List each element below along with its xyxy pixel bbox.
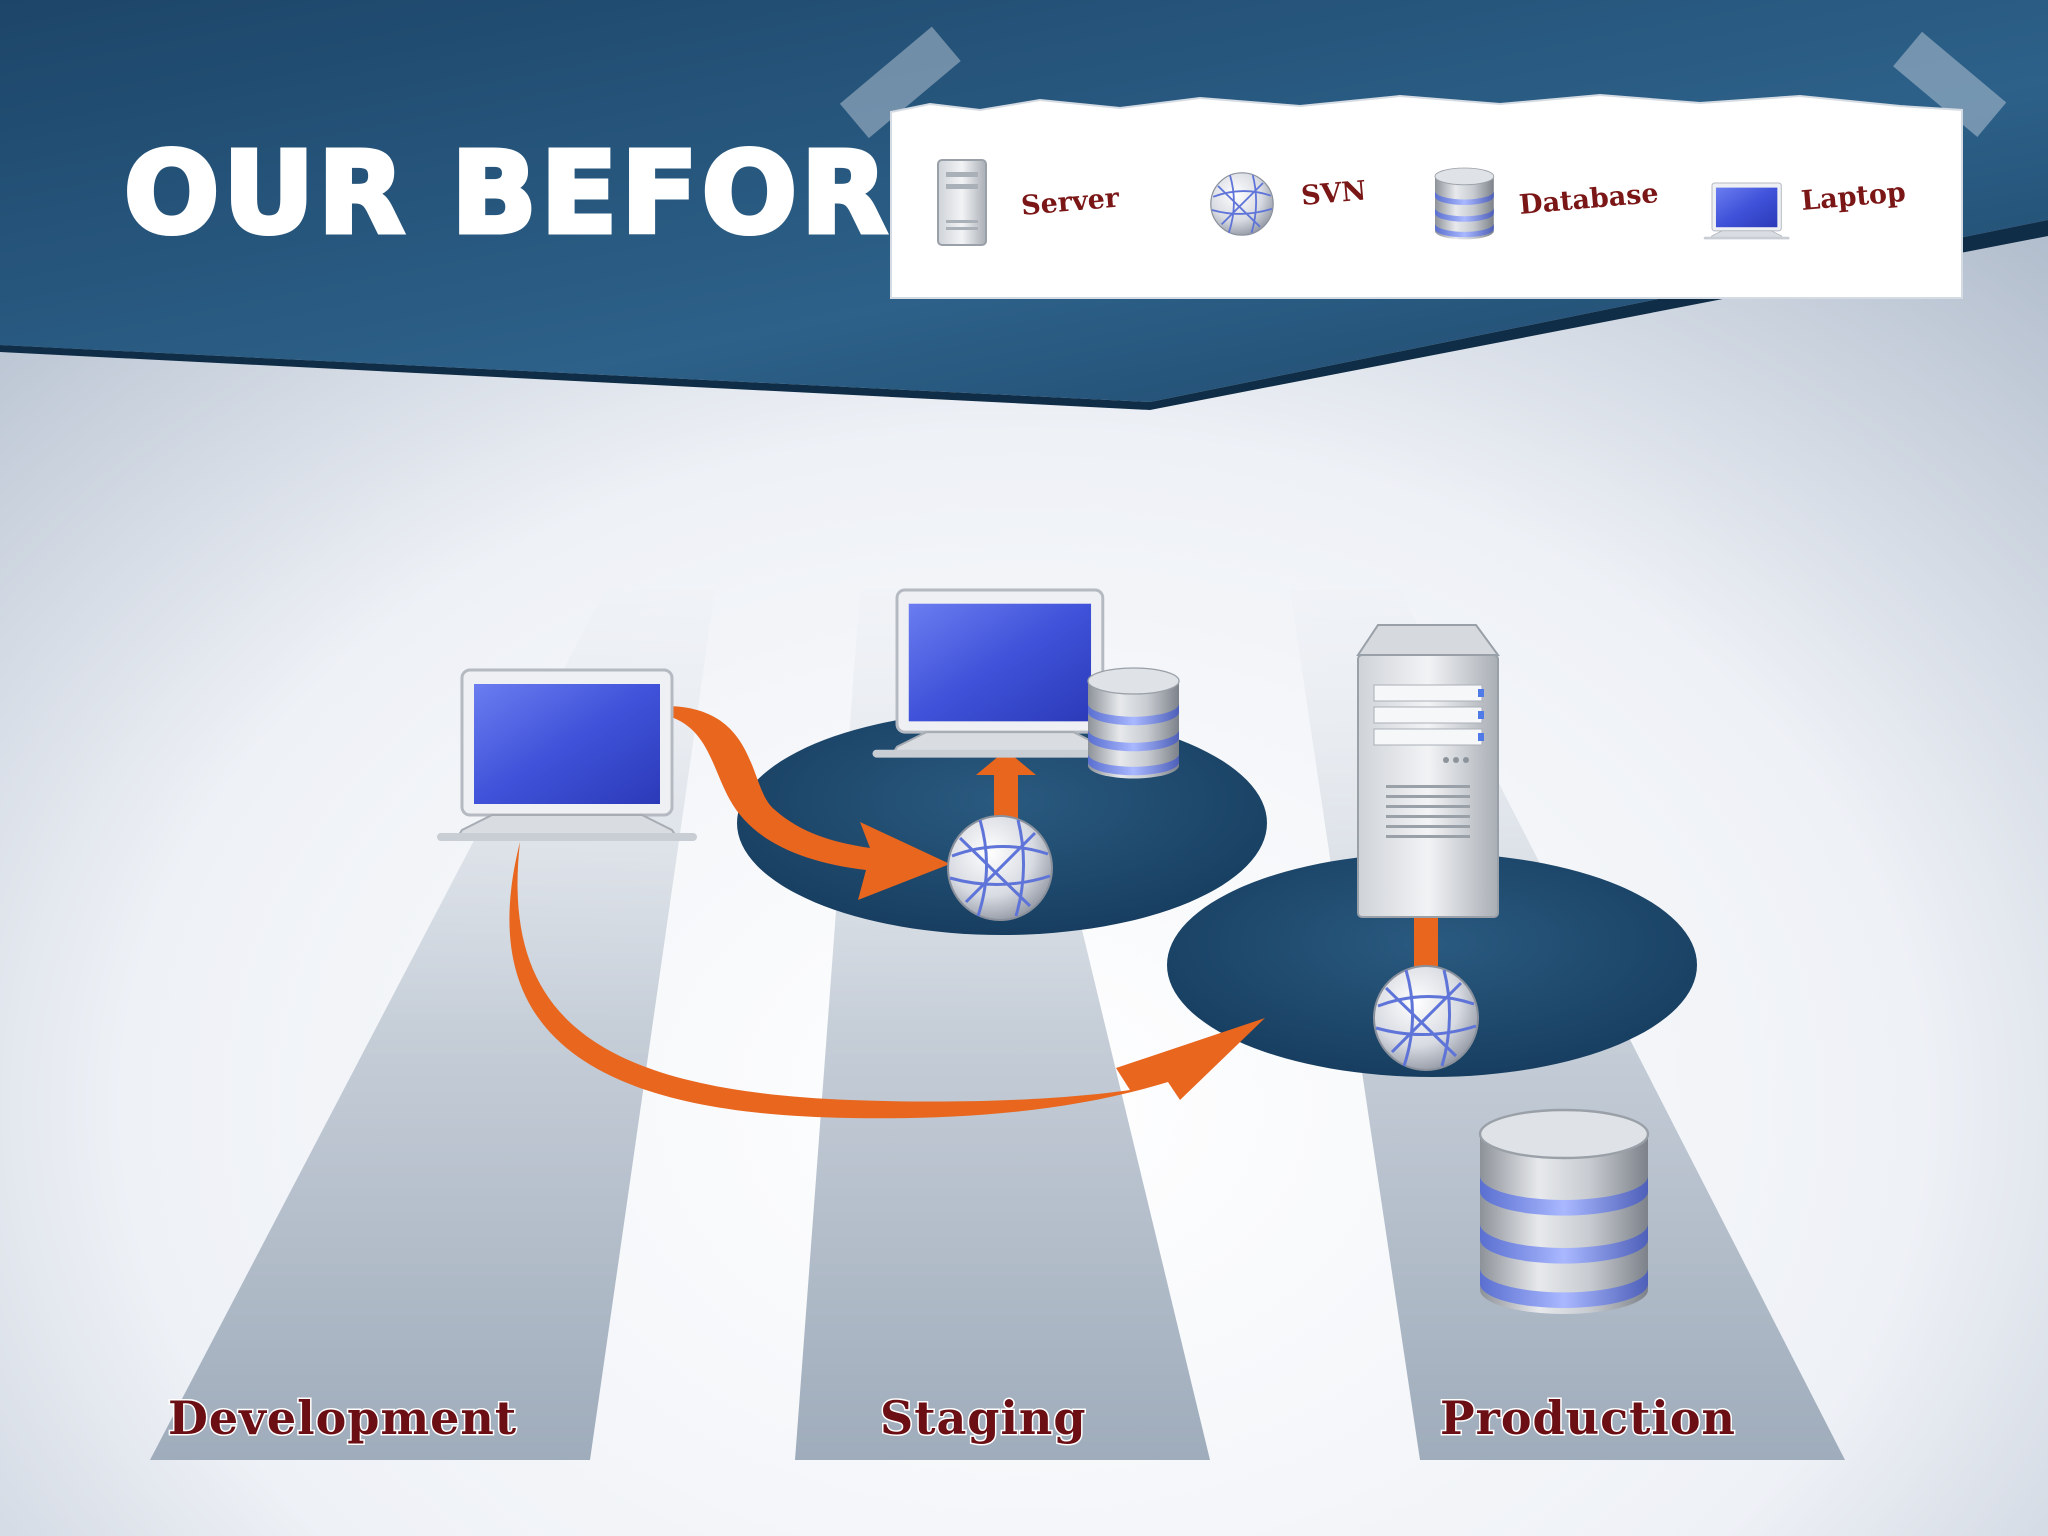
arrow-staging-up (976, 750, 1036, 830)
arrow-dev-to-production (509, 842, 1265, 1119)
lane-label-production: Production (1440, 1391, 1736, 1445)
production-server-icon (1356, 624, 1500, 918)
legend-laptop-icon (1703, 182, 1791, 240)
legend-box: Server SVN Database Laptop (839, 26, 2007, 299)
lane-label-staging: Staging (880, 1391, 1087, 1445)
page-title: OUR BEFORE (124, 129, 972, 259)
legend-database-icon (1434, 167, 1495, 240)
arrow-dev-to-staging (668, 706, 950, 900)
staging-database-icon (1087, 667, 1180, 780)
legend-server-icon (937, 159, 987, 246)
production-svn-globe-icon (1372, 964, 1480, 1072)
legend-svn-globe-icon (1209, 171, 1275, 237)
header-band-edge (0, 220, 2048, 410)
staging-svn-globe-icon (946, 814, 1054, 922)
production-database-icon (1478, 1108, 1650, 1316)
development-laptop-icon (435, 668, 699, 843)
lane-label-development: Development (168, 1391, 517, 1445)
legend-label-svn: SVN (1300, 175, 1368, 212)
